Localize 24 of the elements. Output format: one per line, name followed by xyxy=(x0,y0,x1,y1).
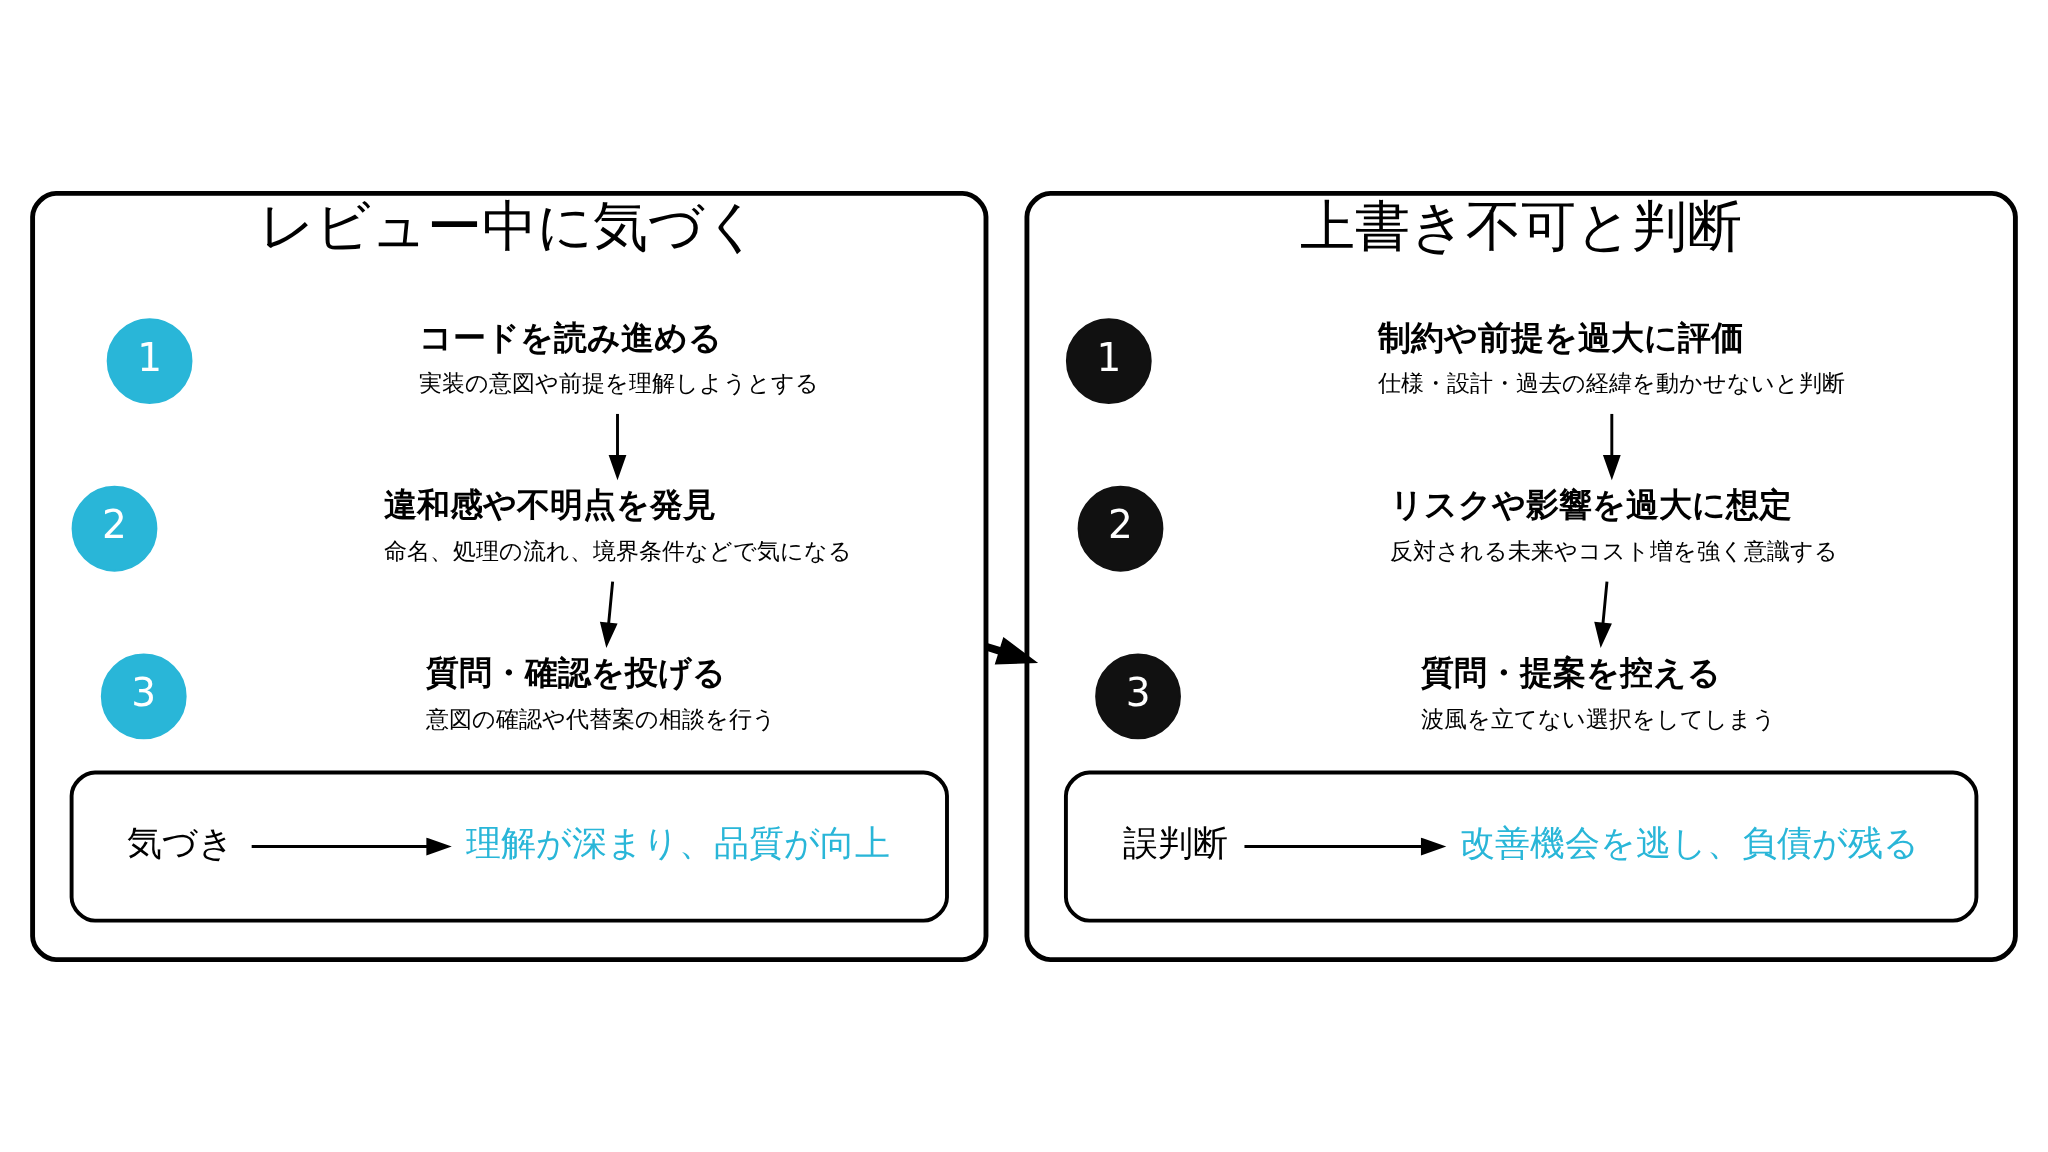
node-text: 改善機会を逃し、負債が残る xyxy=(1460,821,1920,863)
arrow xyxy=(1594,580,1612,648)
node-text: 違和感や不明点を発見 命名、処理の流れ、境界条件などで気になる xyxy=(383,484,852,565)
node-text: リスクや影響を過大に想定 反対される未来やコスト増を強く意識する xyxy=(1389,484,1838,565)
node-text: 質問・確認を投げる 意図の確認や代替案の相談を行う xyxy=(426,652,777,733)
node-circle: 1 xyxy=(106,317,193,404)
node-text: 誤判断 xyxy=(1122,821,1228,863)
arrow xyxy=(1602,413,1621,480)
arrow xyxy=(599,580,618,648)
arrow xyxy=(251,837,452,855)
cluster xyxy=(69,770,949,923)
node-text: コードを読み進める 実装の意図や前提を理解しようとする xyxy=(418,317,819,397)
cluster xyxy=(1063,770,1979,923)
node-circle: 2 xyxy=(1077,485,1164,572)
node-text: 質問・提案を控える 波風を立てない選択をしてしまう xyxy=(1420,652,1776,733)
node-circle: 2 xyxy=(71,485,158,572)
node-text: 気づき xyxy=(127,821,235,863)
node-text: 理解が深まり、品質が向上 xyxy=(465,821,890,863)
arrow xyxy=(1244,837,1447,855)
node-circle: 3 xyxy=(1095,653,1181,739)
node-text: 制約や前提を過大に評価 仕様・設計・過去の経緯を動かせないと判断 xyxy=(1377,317,1845,397)
arrow xyxy=(608,413,627,480)
node-circle: 3 xyxy=(100,653,187,739)
node-circle: 1 xyxy=(1065,317,1152,404)
